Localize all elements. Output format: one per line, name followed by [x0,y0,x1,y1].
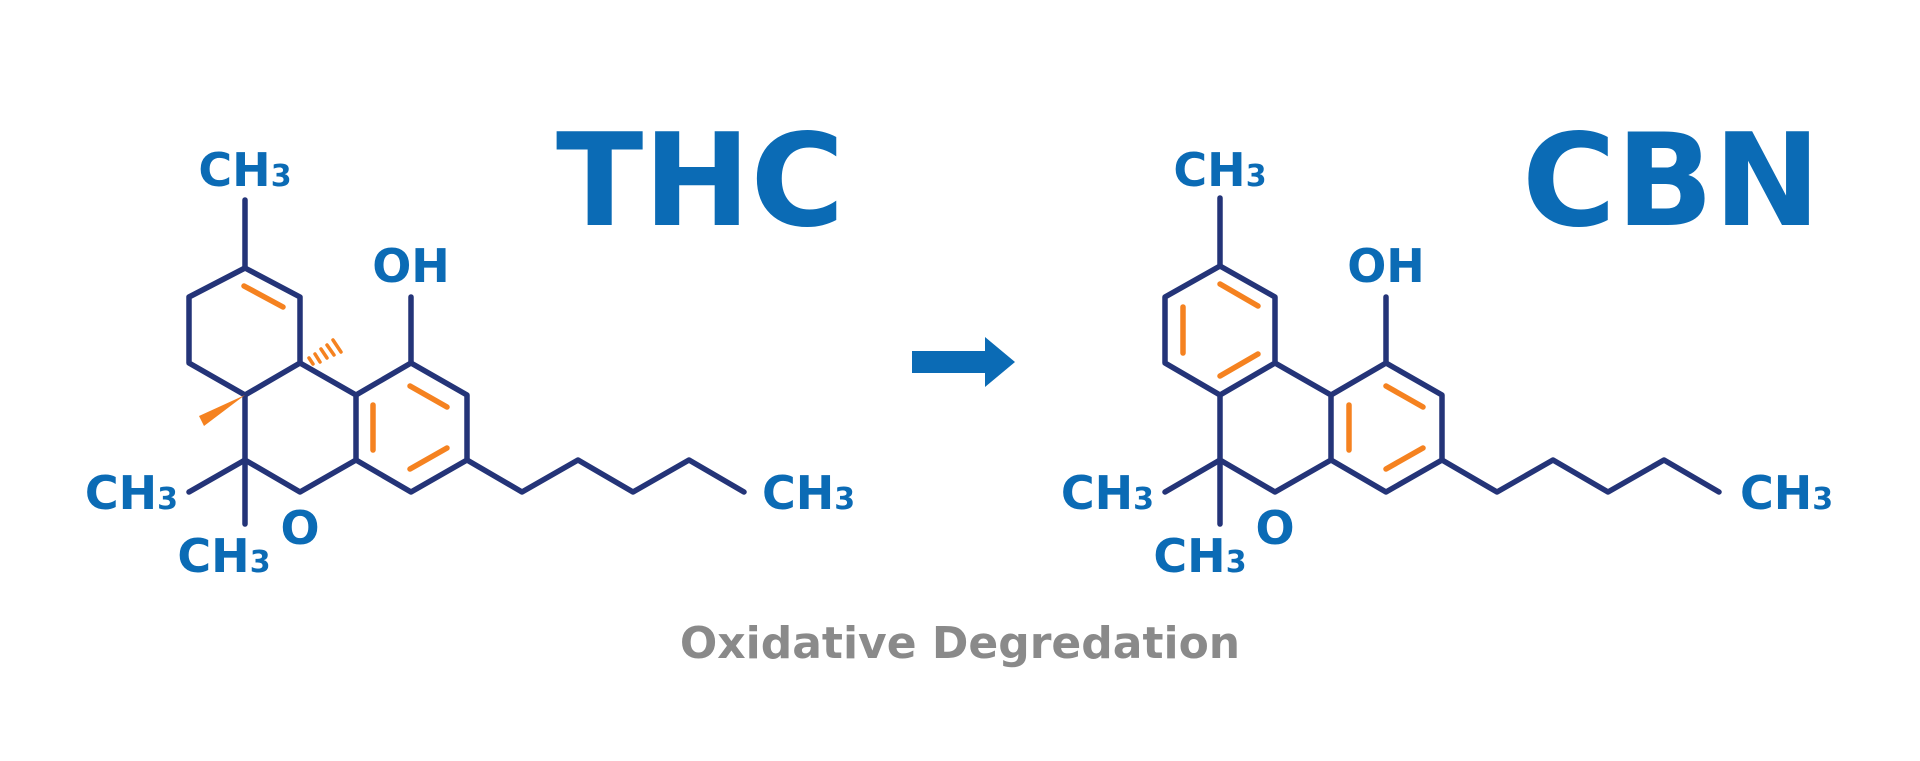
cbn-skeleton-bonds [1162,195,1722,527]
thc-title: THC [556,107,844,256]
cbn-title: CBN [1522,107,1821,256]
thc-hashed-bond [307,338,343,366]
thc-wedge-bond [199,395,245,426]
thc-atom-labels: CH3 OH CH3 CH3 O CH3 [85,143,855,583]
thc-oxygen-label: O [280,501,319,555]
thc-skeleton-bonds [186,197,747,527]
thc-methyl-bottom-label: CH3 [177,529,270,583]
right-arrow-icon [912,337,1015,387]
thc-pentyl-end-label: CH3 [762,466,855,520]
thc-double-bonds [241,283,450,472]
cbn-oxygen-label: O [1255,501,1294,555]
thc-methyl-left-label: CH3 [85,466,178,520]
cbn-molecule: CH3 OH CH3 CH3 O CH3 CBN [1061,107,1833,583]
thc-hydroxyl-label: OH [372,239,450,293]
cbn-methyl-top-label: CH3 [1173,143,1266,197]
cbn-atom-labels: CH3 OH CH3 CH3 O CH3 [1061,143,1833,583]
cbn-hydroxyl-label: OH [1347,239,1425,293]
cbn-methyl-bottom-label: CH3 [1153,529,1246,583]
thc-stereo-marks [199,338,343,426]
reaction-caption: Oxidative Degredation [680,618,1240,669]
cbn-pentyl-end-label: CH3 [1740,466,1833,520]
cbn-double-bonds [1180,281,1426,472]
thc-molecule: CH3 OH CH3 CH3 O CH3 THC [85,107,855,583]
thc-methyl-top-label: CH3 [198,143,291,197]
cbn-methyl-left-label: CH3 [1061,466,1154,520]
